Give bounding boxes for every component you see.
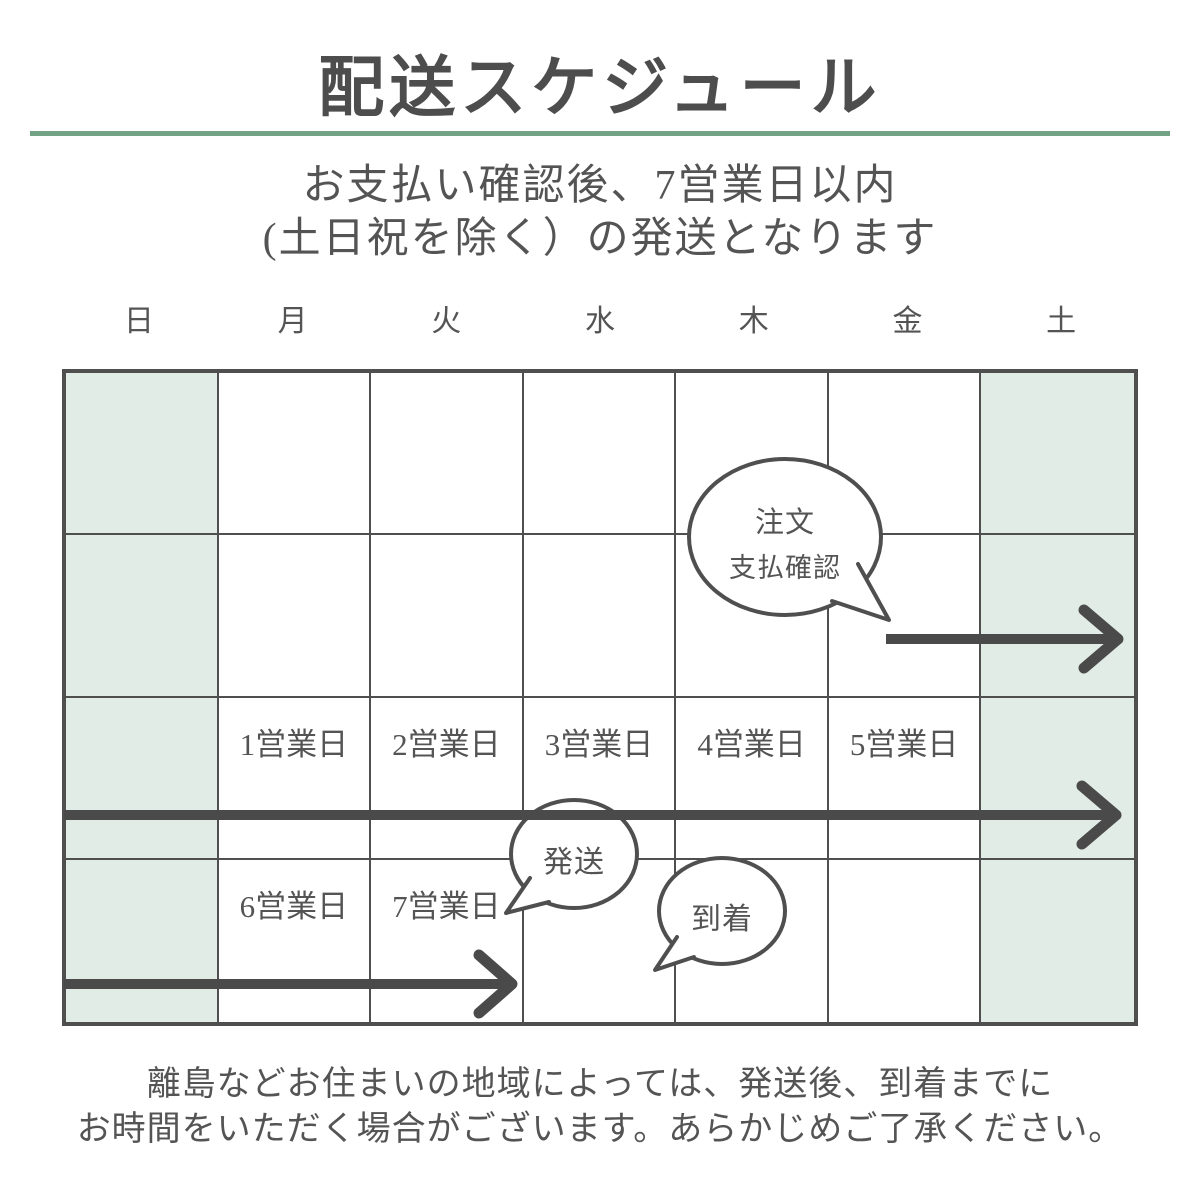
weekday-label-thu: 木: [738, 305, 769, 338]
weekday-header: 日月火水木金土: [62, 299, 1138, 345]
schedule-cell-r3-thu: 4営業日: [676, 697, 829, 860]
schedule-cell-r1-tue: [371, 373, 524, 536]
schedule-cell-r4-sat: [981, 859, 1134, 1022]
subtitle: お支払い確認後、7営業日以内 (土日祝を除く）の発送となります: [0, 160, 1200, 266]
schedule-cell-r1-sat: [981, 373, 1134, 536]
order-payment-bubble-text-line-1: 注文: [754, 507, 815, 539]
weekday-label-wed: 水: [585, 305, 616, 338]
schedule-cell-r3-fri: 5営業日: [828, 697, 982, 860]
schedule-cell-r1-fri: [828, 373, 982, 536]
schedule-cell-r2-mon: [218, 535, 372, 698]
schedule-cell-r3-sat: [981, 697, 1134, 860]
schedule-cell-r4-fri: [829, 859, 982, 1022]
schedule-cell-r1-mon: [218, 373, 372, 536]
page-title: 配送スケジュール: [318, 52, 882, 125]
schedule-cell-r3-wed: 3営業日: [523, 697, 677, 860]
schedule-cell-r2-sun: [66, 535, 219, 698]
weekday-label-tue: 火: [431, 305, 462, 338]
schedule-cell-r4-mon: 6営業日: [219, 859, 372, 1022]
schedule-cell-r1-wed: [523, 373, 677, 536]
schedule-cell-r4-tue: 7営業日: [371, 859, 524, 1022]
schedule-cell-r4-thu: [676, 859, 829, 1022]
schedule-cell-r2-wed: [523, 535, 677, 698]
schedule-cell-r2-fri: [828, 535, 982, 698]
order-payment-bubble-text-line-2: 支払確認: [729, 553, 841, 583]
weekday-label-sun: 日: [123, 305, 154, 338]
weekday-label-mon: 月: [277, 305, 308, 338]
schedule-cell-r2-tue: [371, 535, 524, 698]
weekday-label-fri: 金: [892, 305, 923, 338]
footer-note-line-2: お時間をいただく場合がございます。あらかじめご了承ください。: [76, 1111, 1124, 1148]
schedule-cell-r4-wed: [524, 859, 677, 1022]
footer-note: 離島などお住まいの地域によっては、発送後、到着までに お時間をいただく場合がござ…: [0, 1062, 1200, 1152]
title-divider: [30, 131, 1170, 136]
arrival-bubble-text: 到着: [691, 903, 753, 936]
schedule-cell-r4-sun: [66, 859, 219, 1022]
footer-note-line-1: 離島などお住まいの地域によっては、発送後、到着までに: [146, 1066, 1054, 1103]
subtitle-line-1: お支払い確認後、7営業日以内: [302, 163, 898, 209]
shipping-bubble-text: 発送: [543, 846, 605, 879]
schedule-cell-r3-sun: [66, 697, 219, 860]
schedule-cell-r1-sun: [66, 373, 219, 536]
schedule-cell-r2-sat: [981, 535, 1134, 698]
schedule-cell-r3-mon: 1営業日: [218, 697, 372, 860]
schedule-cell-r3-tue: 2営業日: [371, 697, 524, 860]
subtitle-line-2: (土日祝を除く）の発送となります: [262, 216, 938, 262]
weekday-label-sat: 土: [1046, 305, 1077, 338]
